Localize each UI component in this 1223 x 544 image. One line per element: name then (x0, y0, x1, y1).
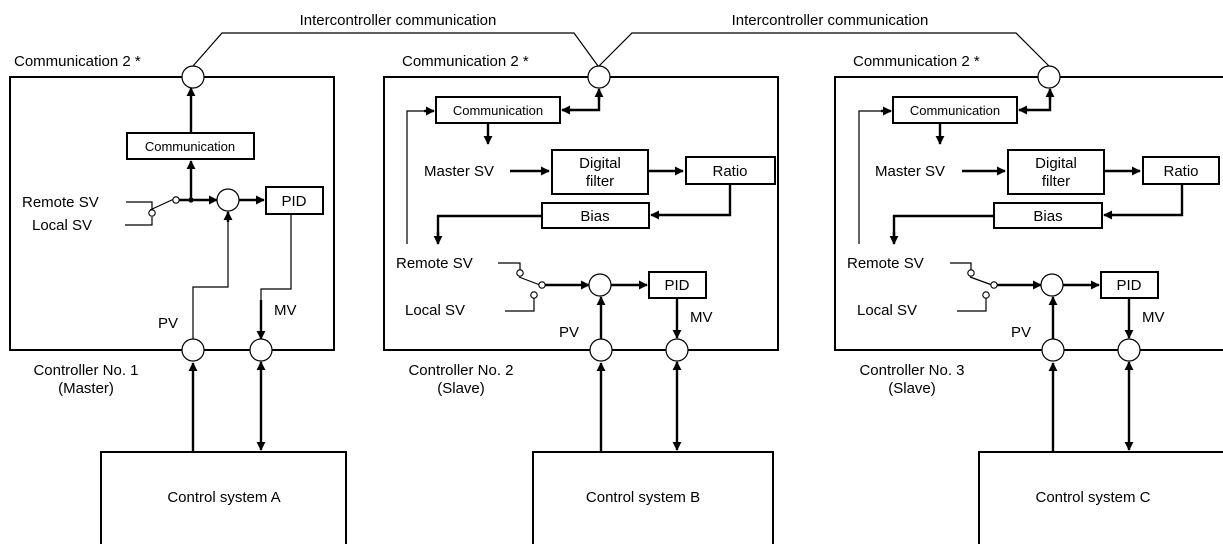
controller-2-local-sv-label: Local SV (405, 302, 465, 319)
controller-3-local-contact (982, 291, 990, 299)
controller-2-remote-contact (516, 269, 524, 277)
controller-2-comm-port-label: Communication 2 * (402, 53, 529, 70)
controller-3-comm-port-label: Communication 2 * (853, 53, 980, 70)
controller-1-pid-block (265, 186, 324, 215)
controller-3-name-line2: (Slave) (888, 380, 936, 397)
controller-2-comm-terminal (587, 65, 611, 89)
controller-3: Communication 2 * Communication Master S… (834, 53, 1223, 544)
controller-1-name-line1: Controller No. 1 (33, 362, 138, 379)
control-system-c-label: Control system C (1035, 489, 1150, 506)
controller-3-summing-junction (1040, 273, 1064, 297)
controller-3-remote-sv-label: Remote SV (847, 255, 924, 272)
controller-3-name-line1: Controller No. 3 (859, 362, 964, 379)
controller-3-pid-label: PID (1116, 277, 1141, 294)
controller-1-name-line2: (Master) (58, 380, 114, 397)
controller-3-digital-filter-line2: filter (1042, 173, 1070, 190)
controller-3-local-sv-label: Local SV (857, 302, 917, 319)
controller-1-local-sv-label: Local SV (32, 217, 92, 234)
intercontroller-links: Intercontroller communication Intercontr… (192, 12, 1050, 67)
controller-2-digital-filter-block (551, 149, 649, 195)
controller-2-master-sv-label: Master SV (424, 163, 494, 180)
control-system-b-label: Control system B (586, 489, 700, 506)
control-system-c (978, 451, 1223, 544)
controller-2-ratio-label: Ratio (712, 163, 747, 180)
controller-2-communication-block (435, 96, 561, 124)
controller-3-comm-terminal (1037, 65, 1061, 89)
controller-2: Communication 2 * Communication Master S… (383, 53, 779, 544)
controller-3-remote-contact (967, 269, 975, 277)
control-system-b (532, 451, 774, 544)
controller-3-communication-label: Communication (910, 103, 1000, 118)
controller-3-pv-terminal (1041, 338, 1065, 362)
controller-2-digital-filter-line2: filter (586, 173, 614, 190)
controller-1-comm-port-label: Communication 2 * (14, 53, 141, 70)
controller-2-mv-label: MV (690, 309, 713, 326)
controller-1-pid-label: PID (281, 193, 306, 210)
controller-2-summing-junction (588, 273, 612, 297)
controller-1-pv-label: PV (158, 315, 178, 332)
controller-1-selector-switch (149, 198, 175, 211)
controller-3-communication-block (892, 96, 1018, 124)
controller-2-local-contact (530, 291, 538, 299)
control-system-a (100, 451, 347, 544)
controller-3-ratio-block (1142, 156, 1220, 185)
controller-2-pid-label: PID (664, 277, 689, 294)
controller-2-pv-label: PV (559, 324, 579, 341)
controller-1-comm-terminal (181, 65, 205, 89)
intercontroller-label-2: Intercontroller communication (732, 12, 929, 29)
controller-1-mv-terminal (249, 338, 273, 362)
controller-1-pv-terminal (181, 338, 205, 362)
controller-1-remote-contact (148, 209, 156, 217)
controller-1-mv-label: MV (274, 302, 297, 319)
controller-3-bias-label: Bias (1033, 208, 1062, 225)
controller-3-digital-filter-line1: Digital (1035, 155, 1077, 172)
controller-3-pv-label: PV (1011, 324, 1031, 341)
controller-3-mv-terminal (1117, 338, 1141, 362)
controller-1-summing-junction (216, 188, 240, 212)
controller-1-remote-sv-label: Remote SV (22, 194, 99, 211)
controller-2-bias-label: Bias (580, 208, 609, 225)
controller-3-bias-block (993, 202, 1103, 229)
controller-2-pid-block (648, 271, 707, 299)
controller-3-pid-block (1100, 271, 1159, 299)
controller-2-name-line1: Controller No. 2 (408, 362, 513, 379)
controller-1: Communication 2 * Communication Remote S… (9, 53, 347, 544)
controller-3-selector-switch (969, 276, 993, 286)
controller-2-pv-terminal (589, 338, 613, 362)
controller-2-mv-terminal (665, 338, 689, 362)
controller-3-master-sv-label: Master SV (875, 163, 945, 180)
controller-2-digital-filter-line1: Digital (579, 155, 621, 172)
control-system-a-label: Control system A (167, 489, 280, 506)
controller-2-remote-sv-label: Remote SV (396, 255, 473, 272)
controller-3-mv-label: MV (1142, 309, 1165, 326)
controller-2-name-line2: (Slave) (437, 380, 485, 397)
intercontroller-label-1: Intercontroller communication (300, 12, 497, 29)
controller-1-communication-label: Communication (145, 139, 235, 154)
controller-2-communication-label: Communication (453, 103, 543, 118)
controller-2-selector-switch (518, 276, 541, 286)
controller-3-ratio-label: Ratio (1163, 163, 1198, 180)
